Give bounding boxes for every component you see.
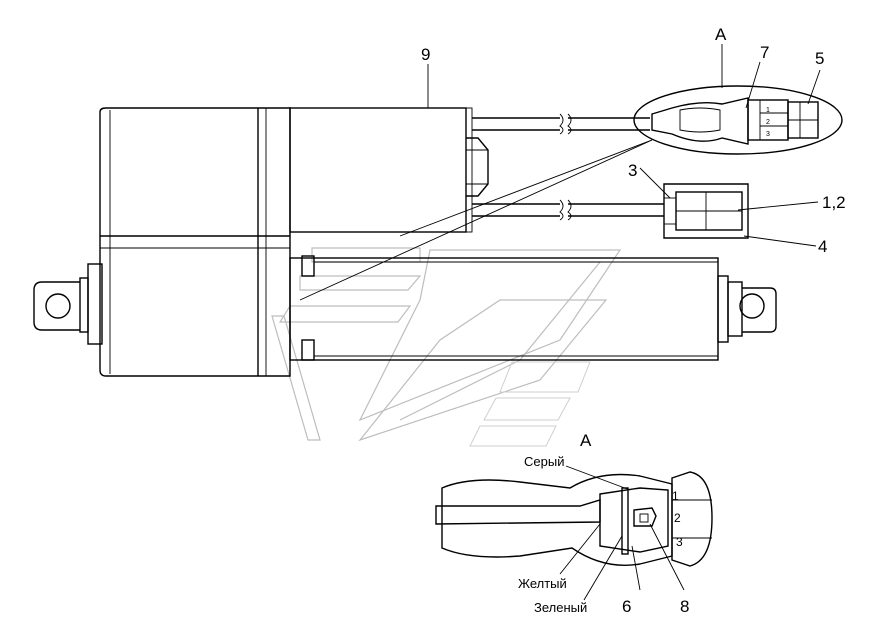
watermark-logo — [271, 247, 622, 447]
label-part-7: 7 — [760, 43, 769, 62]
pin-2: 2 — [674, 511, 681, 525]
svg-text:1: 1 — [766, 107, 770, 114]
label-part-4: 4 — [818, 237, 827, 256]
motor-housing — [99, 107, 291, 377]
label-part-5: 5 — [815, 49, 824, 68]
label-part-9: 9 — [421, 45, 430, 64]
detail-a-callout: 1 2 3 — [633, 85, 843, 155]
part-9-motor — [289, 107, 489, 233]
detail-view-a: A 1 2 3 Серый Желтый Зеленый 6 8 — [435, 431, 713, 616]
label-part-6: 6 — [622, 597, 631, 616]
label-part-8: 8 — [680, 597, 689, 616]
wire-yellow-label: Желтый — [518, 576, 567, 591]
cable-lower — [472, 199, 664, 221]
wire-grey-label: Серый — [524, 454, 564, 469]
pin-3: 3 — [676, 535, 683, 549]
actuator-tube — [289, 255, 777, 361]
svg-text:3: 3 — [766, 131, 770, 138]
label-view-a: A — [715, 25, 727, 44]
rear-clevis — [33, 263, 103, 345]
detail-a-title: A — [580, 431, 592, 450]
part-labels: 9 A 7 5 3 1,2 4 — [421, 25, 846, 256]
label-part-3: 3 — [628, 161, 637, 180]
svg-text:2: 2 — [766, 119, 770, 126]
wire-green-label: Зеленый — [534, 600, 587, 615]
cable-upper — [472, 113, 650, 135]
connector-4-housing — [663, 183, 749, 239]
leader-lines — [299, 44, 821, 301]
label-part-1-2: 1,2 — [822, 193, 846, 212]
pin-1: 1 — [672, 489, 679, 503]
